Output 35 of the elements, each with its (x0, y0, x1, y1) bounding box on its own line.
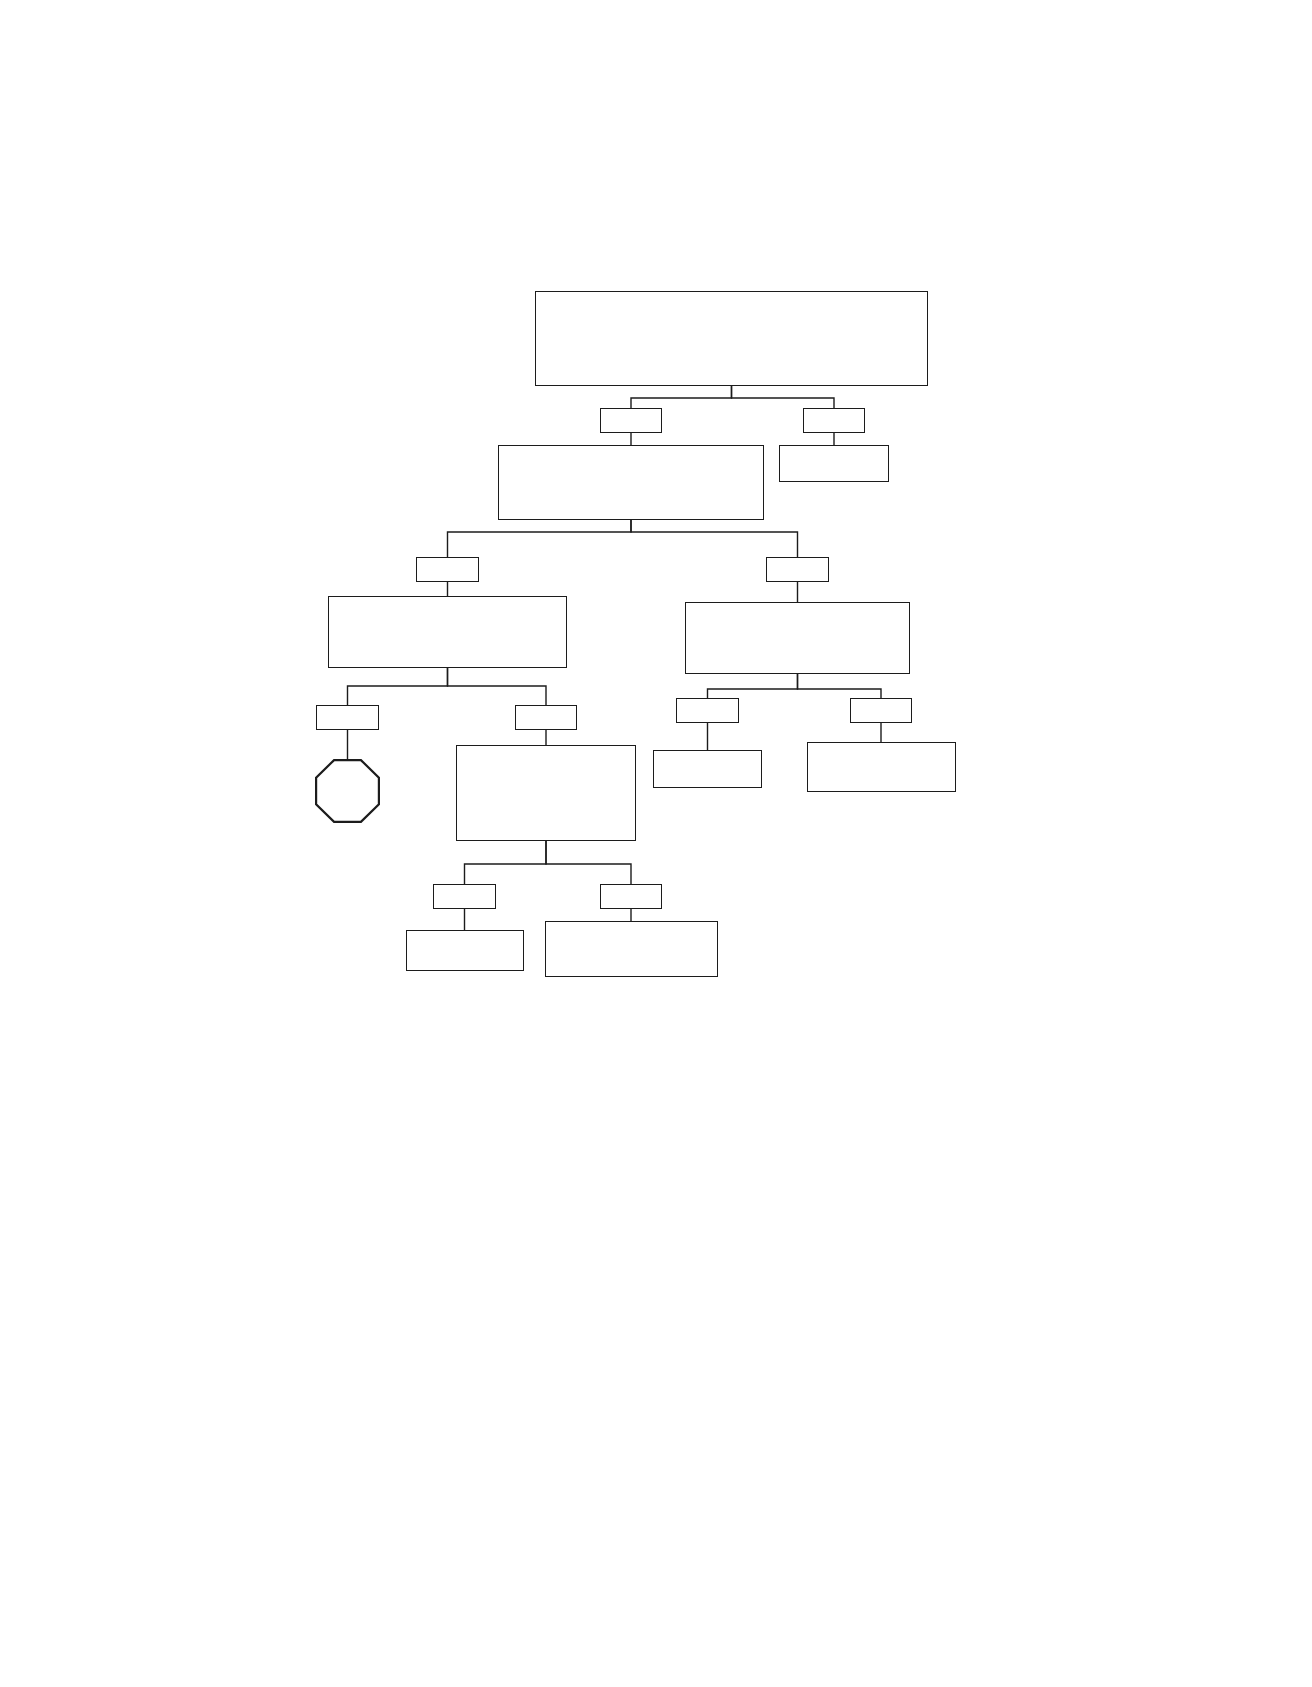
empty-box (316, 705, 379, 730)
octagon (315, 759, 380, 823)
empty-box (850, 698, 912, 723)
empty-box (406, 930, 524, 971)
empty-box (766, 557, 829, 582)
empty-box (535, 291, 928, 386)
empty-box (779, 445, 889, 482)
empty-box (433, 884, 496, 909)
connector-line (630, 432, 632, 446)
empty-box (515, 705, 577, 730)
empty-box (545, 921, 718, 977)
empty-box (653, 750, 762, 788)
empty-box (685, 602, 910, 674)
connector-line (706, 722, 709, 751)
empty-box (328, 596, 567, 668)
connector-line (463, 908, 466, 931)
connector-line (833, 432, 835, 446)
empty-box (803, 408, 865, 433)
empty-box (456, 745, 636, 841)
empty-box (416, 557, 479, 582)
connector-line (730, 385, 835, 409)
connector-line (630, 519, 799, 558)
empty-box (600, 884, 662, 909)
empty-box (676, 698, 739, 723)
connector-line (796, 581, 799, 603)
connector-line (796, 673, 882, 699)
connector-line (346, 729, 349, 760)
empty-box (498, 445, 764, 520)
connector-line (545, 729, 547, 746)
connector-line (545, 840, 632, 885)
empty-box (807, 742, 956, 792)
connector-line (630, 908, 632, 922)
empty-box (600, 408, 662, 433)
connector-line (446, 667, 547, 706)
connector-line (880, 722, 882, 743)
